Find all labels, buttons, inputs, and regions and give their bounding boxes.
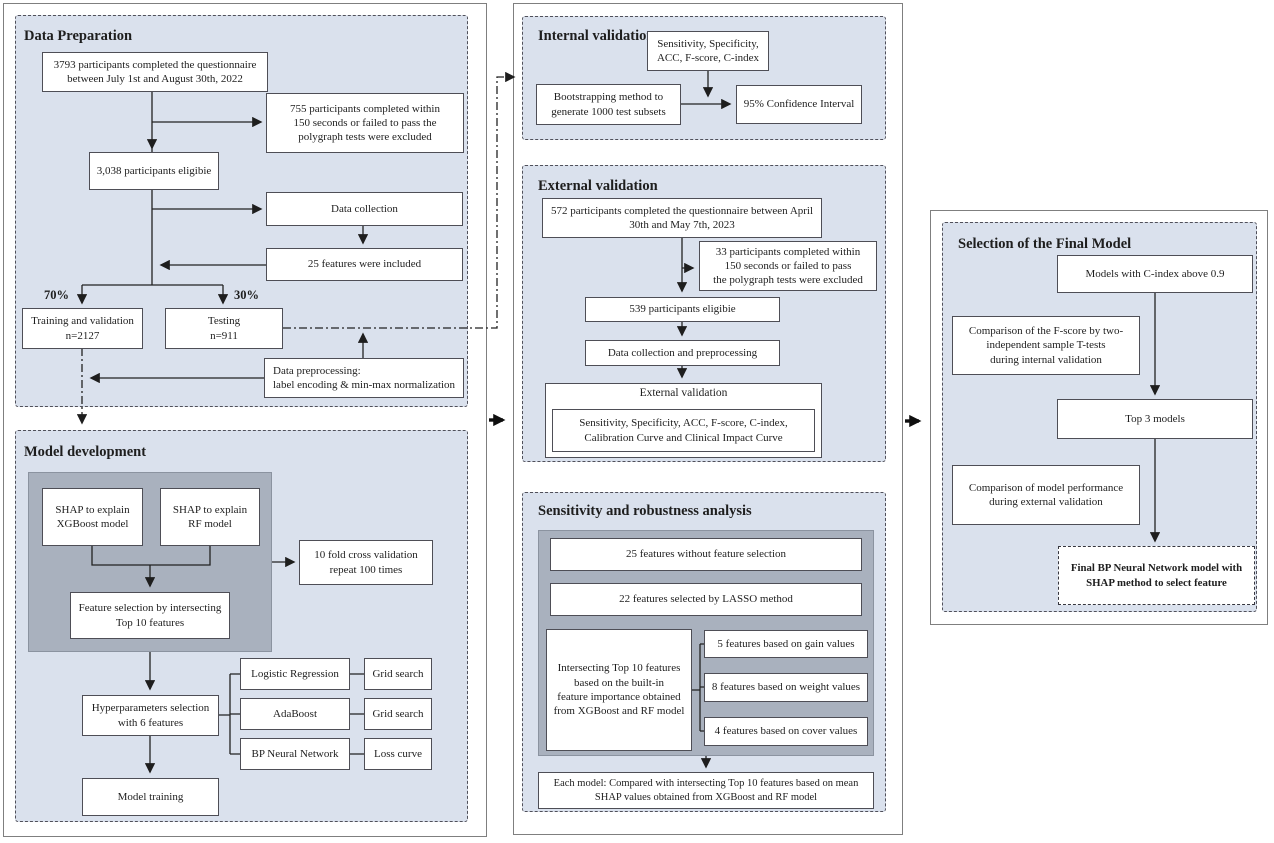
final-model-selection-title: Selection of the Final Model <box>958 236 1132 252</box>
box-eligible-539: 539 participants eligibie <box>585 297 780 322</box>
box-loss-curve: Loss curve <box>364 738 432 770</box>
box-feature-selection: Feature selection by intersecting Top 10… <box>70 592 230 639</box>
box-excluded-33: 33 participants completed within 150 sec… <box>699 241 877 291</box>
box-f-score-comparison: Comparison of the F-score by two- indepe… <box>952 316 1140 375</box>
box-top-3-models: Top 3 models <box>1057 399 1253 439</box>
box-participants-3793: 3793 participants completed the question… <box>42 52 268 92</box>
connectors-external-validation <box>676 238 695 379</box>
model-development-title: Model development <box>24 444 147 460</box>
box-intersecting-top10: Intersecting Top 10 features based on th… <box>546 629 692 751</box>
box-shap-xgboost: SHAP to explain XGBoost model <box>42 488 143 546</box>
box-adaboost: AdaBoost <box>240 698 350 730</box>
box-hyperparameters: Hyperparameters selection with 6 feature… <box>82 695 219 736</box>
box-shap-rf: SHAP to explain RF model <box>160 488 260 546</box>
connectors-model-development <box>91 546 364 774</box>
box-participants-572: 572 participants completed the questionn… <box>542 198 822 238</box>
box-internal-metrics: Sensitivity, Specificity, ACC, F-score, … <box>647 31 769 71</box>
internal-validation-title: Internal validation <box>538 28 655 44</box>
box-external-metrics: Sensitivity, Specificity, ACC, F-score, … <box>552 409 815 452</box>
box-confidence-interval: 95% Confidence Interval <box>736 85 862 124</box>
label-split-30: 30% <box>234 288 259 302</box>
connectors-sensitivity-analysis <box>692 643 712 769</box>
box-gain-values: 5 features based on gain values <box>704 630 868 658</box>
box-data-preprocessing: Data preprocessing: label encoding & min… <box>264 358 464 398</box>
box-each-model-compared: Each model: Compared with intersecting T… <box>538 772 874 809</box>
box-bootstrapping: Bootstrapping method to generate 1000 te… <box>536 84 681 125</box>
box-cross-validation: 10 fold cross validation repeat 100 time… <box>299 540 433 585</box>
box-cover-values: 4 features based on cover values <box>704 717 868 746</box>
box-final-model: Final BP Neural Network model with SHAP … <box>1058 546 1255 605</box>
sensitivity-analysis-title: Sensitivity and robustness analysis <box>538 503 752 519</box>
box-training-validation: Training and validation n=2127 <box>22 308 143 349</box>
column-flow-arrows <box>489 413 922 428</box>
box-logistic-regression: Logistic Regression <box>240 658 350 690</box>
connectors-dash-dot <box>76 71 516 425</box>
box-25-features: 25 features without feature selection <box>550 538 862 571</box>
box-grid-search-2: Grid search <box>364 698 432 730</box>
box-performance-comparison: Comparison of model performance during e… <box>952 465 1140 525</box>
external-validation-heading: External validation <box>639 387 728 399</box>
connectors-internal-validation <box>681 71 732 110</box>
box-model-training: Model training <box>82 778 219 816</box>
box-external-data-collection: Data collection and preprocessing <box>585 340 780 366</box>
box-bp-neural-network: BP Neural Network <box>240 738 350 770</box>
box-grid-search-1: Grid search <box>364 658 432 690</box>
box-testing: Testing n=911 <box>165 308 283 349</box>
label-split-70: 70% <box>44 288 69 302</box>
box-eligible-3038: 3,038 participants eligibie <box>89 152 219 190</box>
box-features-included: 25 features were included <box>266 248 463 281</box>
external-validation-title: External validation <box>538 178 658 194</box>
box-data-collection: Data collection <box>266 192 463 226</box>
box-excluded-755: 755 participants completed within 150 se… <box>266 93 464 153</box>
box-22-features-lasso: 22 features selected by LASSO method <box>550 583 862 616</box>
box-c-index-above: Models with C-index above 0.9 <box>1057 255 1253 293</box>
box-weight-values: 8 features based on weight values <box>704 673 868 702</box>
data-preparation-title: Data Preparation <box>24 28 133 44</box>
